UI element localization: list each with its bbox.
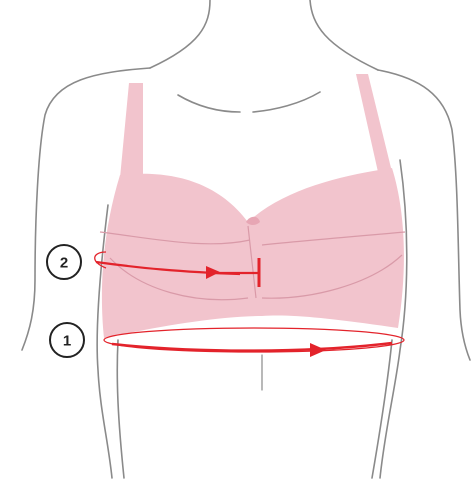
neck-left-line [150, 0, 210, 68]
marker-1-label: 1 [63, 333, 71, 350]
marker-2-label: 2 [60, 255, 68, 272]
marker-2: 2 [47, 245, 81, 279]
right-strap [356, 74, 392, 172]
underbust-band [104, 328, 404, 352]
underbust-arrow-head [310, 343, 326, 357]
marker-1: 1 [50, 323, 84, 357]
bra-body [102, 168, 404, 338]
left-strap [120, 83, 143, 178]
torso-left [117, 340, 124, 478]
underbust-measure [104, 328, 404, 357]
bra [100, 74, 405, 338]
collarbone-left [178, 95, 240, 112]
collarbone-right [253, 92, 320, 112]
neck-right-line [310, 0, 378, 70]
